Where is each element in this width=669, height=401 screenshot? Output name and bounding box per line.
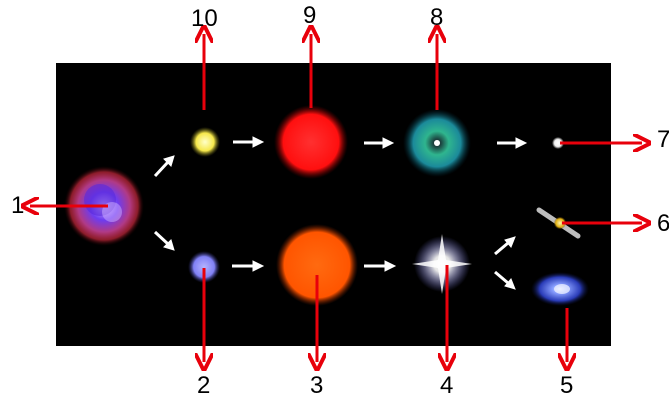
average-star bbox=[190, 127, 220, 157]
label-9: 9 bbox=[303, 2, 317, 29]
black-hole-galaxy bbox=[531, 272, 589, 306]
label-5: 5 bbox=[560, 372, 574, 399]
label-4: 4 bbox=[440, 372, 454, 399]
label-8: 8 bbox=[430, 4, 444, 31]
supernova bbox=[412, 234, 472, 294]
flow-arrow-massive-star-to-red-supergiant bbox=[232, 260, 265, 272]
label-6: 6 bbox=[657, 210, 669, 237]
red-supergiant bbox=[276, 224, 358, 306]
pointer-arrows bbox=[30, 34, 642, 362]
flow-arrow-planetary-nebula-to-white-dwarf bbox=[497, 137, 528, 149]
label-7: 7 bbox=[657, 126, 669, 153]
neutron-star bbox=[536, 207, 581, 239]
flow-arrows bbox=[153, 136, 528, 290]
white-dwarf bbox=[552, 137, 564, 149]
flow-arrow-red-giant-to-planetary-nebula bbox=[364, 137, 395, 149]
flow-arrow-supernova-to-black-hole bbox=[494, 270, 516, 290]
label-10: 10 bbox=[191, 5, 218, 32]
flow-arrow-nebula-to-average-star bbox=[153, 155, 175, 178]
planetary-nebula bbox=[403, 109, 471, 177]
massive-star bbox=[188, 251, 220, 283]
label-2: 2 bbox=[197, 372, 211, 399]
flow-arrow-average-star-to-red-giant bbox=[233, 136, 265, 148]
flow-arrow-nebula-to-massive-star bbox=[153, 230, 175, 251]
flow-arrow-supernova-to-neutron-star bbox=[494, 236, 516, 256]
flow-arrow-red-supergiant-to-supernova bbox=[364, 260, 397, 272]
red-giant bbox=[274, 105, 348, 179]
label-1: 1 bbox=[11, 192, 25, 219]
label-3: 3 bbox=[310, 372, 324, 399]
